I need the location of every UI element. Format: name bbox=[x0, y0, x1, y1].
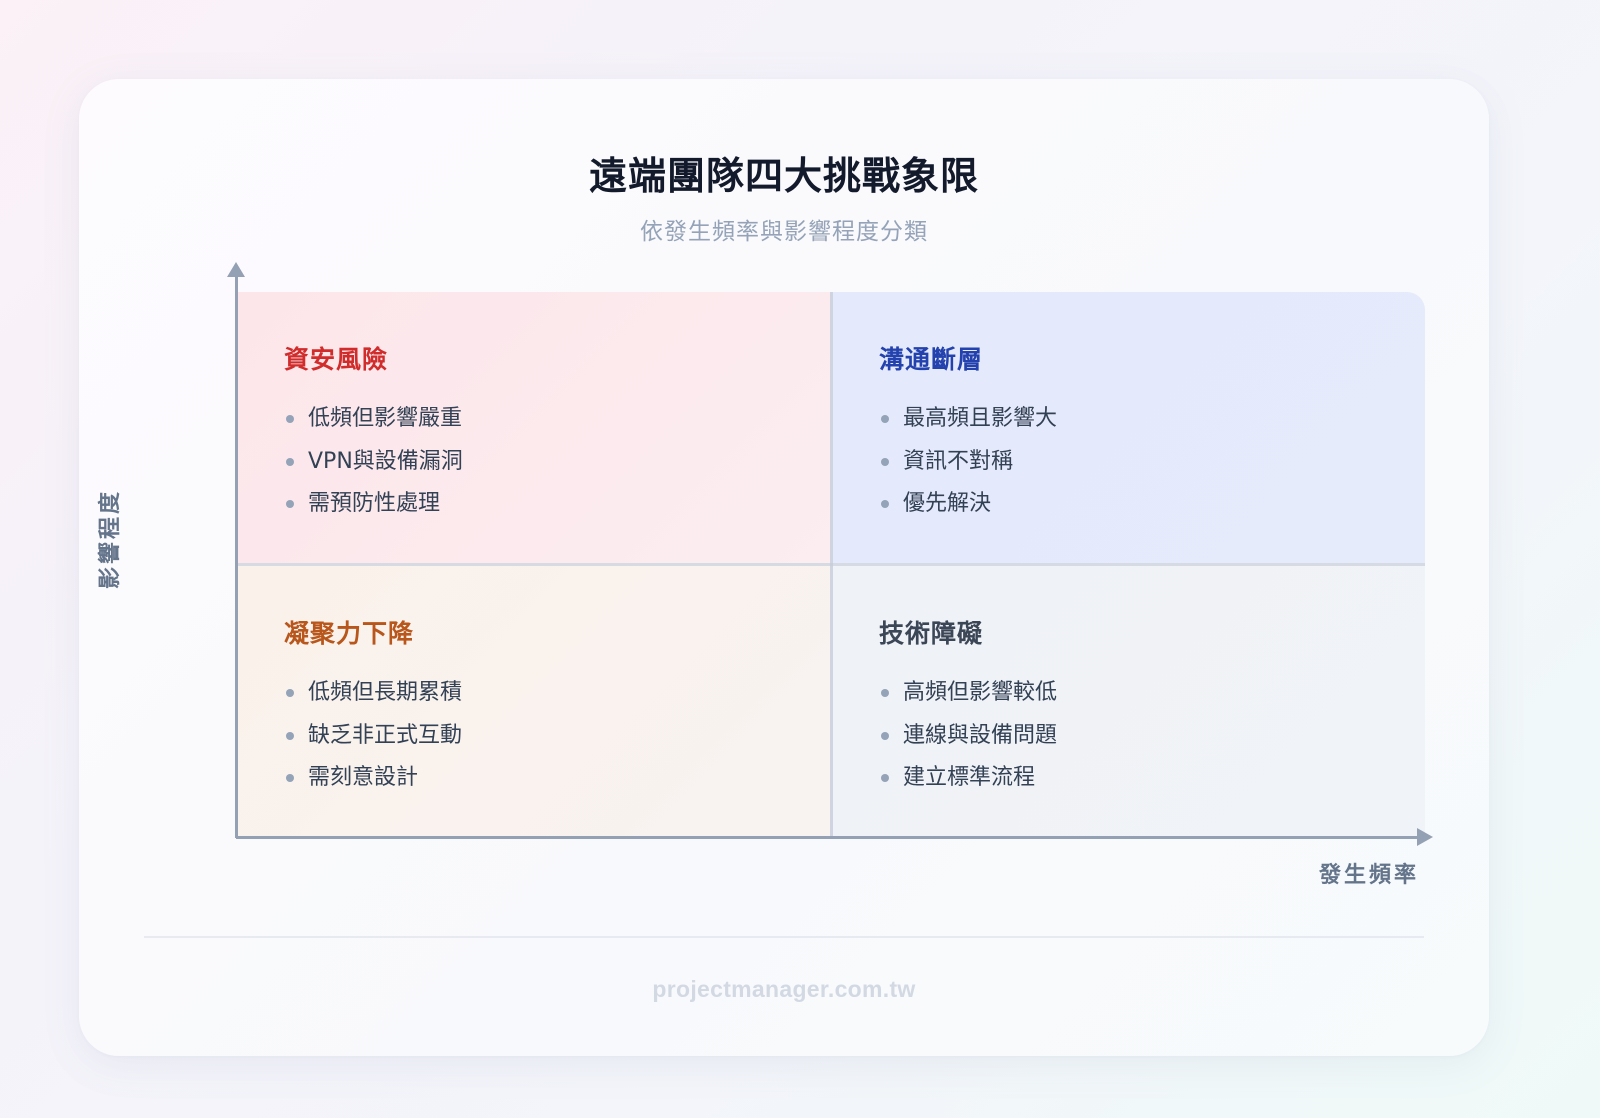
quadrant-divider-center bbox=[830, 563, 833, 566]
quadrant-top-right: 溝通斷層 最高頻且影響大 資訊不對稱 優先解決 bbox=[833, 292, 1425, 563]
list-item: 缺乏非正式互動 bbox=[284, 723, 830, 766]
diagram-subtitle: 依發生頻率與影響程度分類 bbox=[640, 219, 928, 245]
quadrant-top-left: 資安風險 低頻但影響嚴重 VPN與設備漏洞 需預防性處理 bbox=[238, 292, 830, 563]
list-item: 最高頻且影響大 bbox=[879, 406, 1425, 449]
list-item: 低頻但長期累積 bbox=[284, 680, 830, 723]
bullet-icon bbox=[881, 457, 889, 466]
quadrant-title: 溝通斷層 bbox=[879, 345, 984, 374]
bullet-icon bbox=[286, 774, 294, 782]
quadrant-grid: 資安風險 低頻但影響嚴重 VPN與設備漏洞 需預防性處理 溝通斷層 最高頻且影響… bbox=[238, 292, 1425, 837]
quadrant-list: 低頻但長期累積 缺乏非正式互動 需刻意設計 bbox=[284, 680, 830, 808]
footer-source: projectmanager.com.tw bbox=[652, 976, 916, 1002]
bullet-icon bbox=[286, 689, 294, 697]
list-item: 高頻但影響較低 bbox=[879, 680, 1425, 723]
x-axis-label: 發生頻率 bbox=[1318, 863, 1419, 888]
quadrant-list: 高頻但影響較低 連線與設備問題 建立標準流程 bbox=[879, 680, 1425, 808]
bullet-icon bbox=[881, 774, 889, 782]
diagram-title: 遠端團隊四大挑戰象限 bbox=[588, 154, 979, 198]
list-item: 建立標準流程 bbox=[879, 765, 1425, 808]
bullet-icon bbox=[286, 415, 294, 423]
quadrant-divider-horizontal bbox=[833, 563, 1425, 566]
bullet-icon bbox=[286, 731, 294, 740]
y-axis-line bbox=[235, 275, 238, 838]
footer-divider bbox=[144, 936, 1424, 938]
list-item: 資訊不對稱 bbox=[879, 449, 1425, 492]
quadrant-divider-vertical bbox=[830, 292, 833, 563]
diagram-card: 遠端團隊四大挑戰象限 依發生頻率與影響程度分類 影響程度 資安風險 低頻但影響嚴… bbox=[79, 79, 1489, 1056]
list-item: 連線與設備問題 bbox=[879, 723, 1425, 766]
bullet-icon bbox=[881, 689, 889, 697]
x-axis-arrow-icon bbox=[1417, 828, 1433, 846]
bullet-icon bbox=[881, 500, 889, 508]
bullet-icon bbox=[881, 415, 889, 423]
bullet-icon bbox=[881, 731, 889, 740]
quadrant-title: 凝聚力下降 bbox=[284, 619, 415, 648]
list-item: 需刻意設計 bbox=[284, 765, 830, 808]
quadrant-bottom-left: 凝聚力下降 低頻但長期累積 缺乏非正式互動 需刻意設計 bbox=[238, 566, 830, 837]
quadrant-divider-vertical bbox=[830, 566, 833, 837]
bullet-icon bbox=[286, 457, 294, 466]
bullet-icon bbox=[286, 500, 294, 508]
quadrant-divider-horizontal bbox=[238, 563, 830, 566]
list-item: 需預防性處理 bbox=[284, 491, 830, 534]
quadrant-list: 低頻但影響嚴重 VPN與設備漏洞 需預防性處理 bbox=[284, 406, 830, 534]
list-item: VPN與設備漏洞 bbox=[284, 449, 830, 492]
quadrant-title: 技術障礙 bbox=[879, 619, 984, 648]
y-axis-arrow-icon bbox=[227, 262, 245, 277]
x-axis-line bbox=[236, 836, 1418, 839]
list-item: 低頻但影響嚴重 bbox=[284, 406, 830, 449]
quadrant-title: 資安風險 bbox=[284, 345, 389, 374]
quadrant-bottom-right: 技術障礙 高頻但影響較低 連線與設備問題 建立標準流程 bbox=[833, 566, 1425, 837]
list-item: 優先解決 bbox=[879, 491, 1425, 534]
quadrant-list: 最高頻且影響大 資訊不對稱 優先解決 bbox=[879, 406, 1425, 534]
